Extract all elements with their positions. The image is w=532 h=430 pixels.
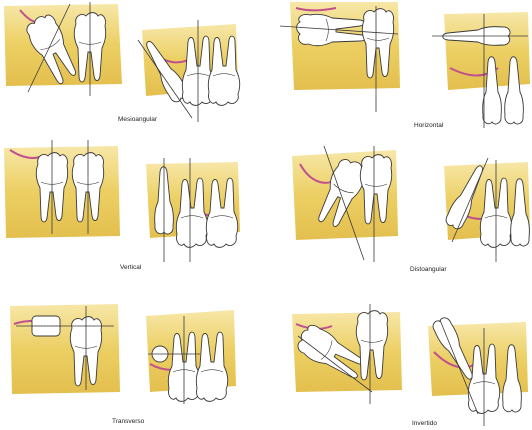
caption-transverso: Transverso: [112, 418, 144, 425]
panel-mesioangular-upper: [138, 20, 240, 122]
caption-horizontal: Horizontal: [414, 122, 443, 129]
panel-transverso-upper: [146, 310, 236, 404]
panel-invertido-upper: [428, 315, 528, 426]
caption-mesioangular: Mesioangular: [118, 116, 157, 123]
panel-horizontal-upper: [432, 12, 530, 128]
panel-transverso-lower: [10, 304, 120, 394]
caption-vertical: Vertical: [120, 264, 141, 271]
caption-distoangular: Distoangular: [410, 266, 447, 273]
panel-invertido-lower: [292, 304, 402, 404]
panel-distoangular-upper: [444, 158, 530, 262]
panel-distoangular-lower: [292, 146, 398, 262]
panel-vertical-lower: [4, 140, 120, 238]
panel-vertical-upper: [146, 158, 240, 262]
caption-invertido: Invertido: [412, 420, 437, 427]
panel-mesioangular-lower: [4, 2, 122, 96]
panel-horizontal-lower: [280, 2, 400, 112]
